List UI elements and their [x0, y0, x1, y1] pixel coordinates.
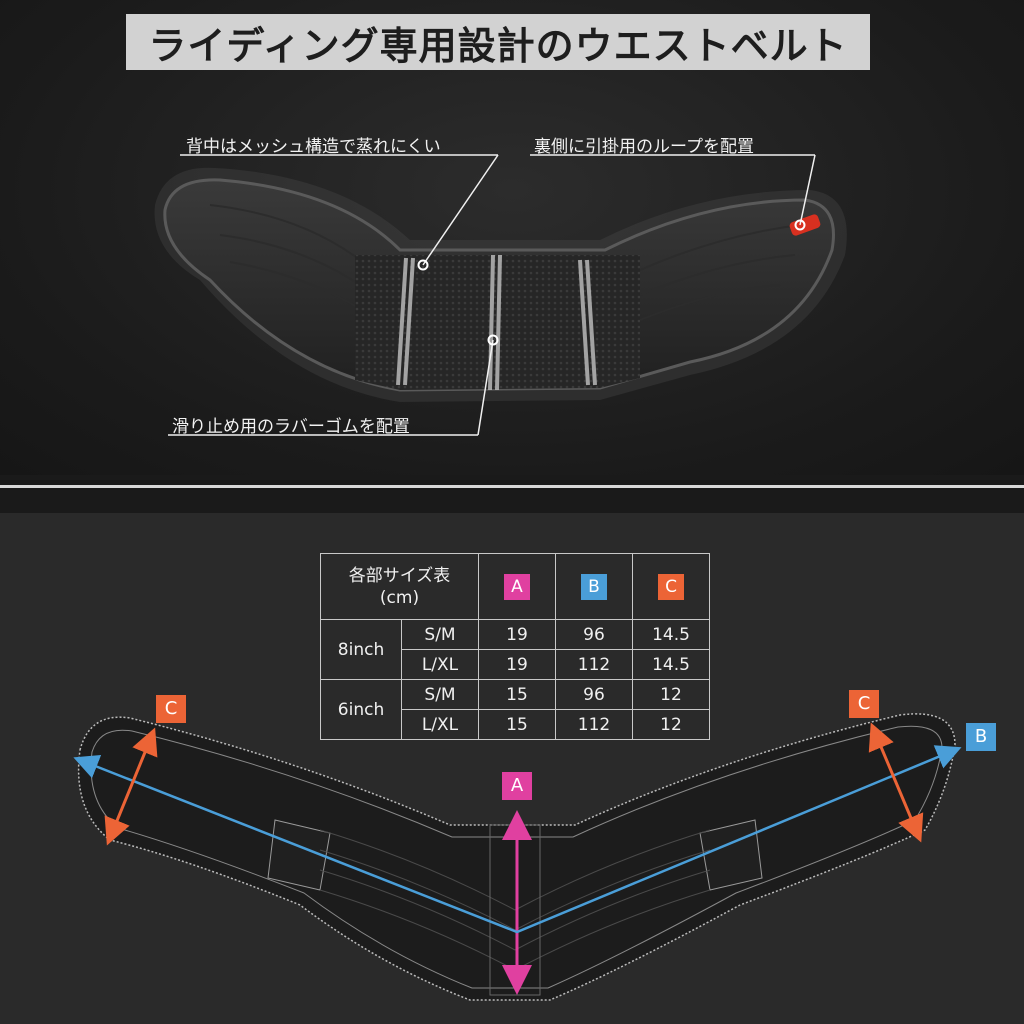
column-header-c: C — [632, 553, 710, 620]
rubber-callout: 滑り止め用のラバーゴムを配置 — [172, 417, 410, 437]
table-row: L/XL 15 112 12 — [321, 709, 710, 740]
value-a: 15 — [478, 709, 556, 740]
value-c: 12 — [632, 709, 710, 740]
value-c: 14.5 — [632, 649, 710, 680]
page-title: ライディング専用設計のウエストベルト — [148, 23, 848, 68]
value-c: 14.5 — [632, 619, 710, 650]
badge-a: A — [504, 573, 530, 600]
header-label-line2: (cm) — [379, 587, 420, 608]
badge-b: B — [581, 573, 607, 600]
badge-c-right: C — [849, 690, 879, 718]
belt-photo-illustration — [154, 154, 847, 436]
size-table: 各部サイズ表 (cm) A B C 8inch S/M 19 96 14.5 L… — [320, 553, 710, 740]
badge-c: C — [658, 573, 684, 600]
arrow-c-left — [104, 727, 158, 846]
divider-line — [0, 485, 1024, 488]
table-row: 8inch S/M 19 96 14.5 — [320, 619, 710, 680]
column-header-a: A — [478, 553, 556, 620]
table-header-label: 各部サイズ表 (cm) — [320, 553, 479, 620]
arrow-b — [73, 745, 962, 934]
table-row: L/XL 19 112 14.5 — [321, 649, 710, 680]
column-header-b: B — [555, 553, 633, 620]
title-banner: ライディング専用設計のウエストベルト — [126, 14, 870, 70]
value-a: 19 — [478, 649, 556, 680]
badge-b-diagram: B — [966, 723, 996, 751]
group-name: 6inch — [320, 679, 402, 740]
header-label-line1: 各部サイズ表 — [348, 565, 451, 586]
value-b: 112 — [555, 709, 633, 740]
size-label: S/M — [401, 619, 479, 650]
value-a: 15 — [478, 679, 556, 710]
loop-callout: 裏側に引掛用のループを配置 — [534, 137, 754, 157]
badge-c-left: C — [156, 695, 186, 723]
group-name: 8inch — [320, 619, 402, 680]
value-a: 19 — [478, 619, 556, 650]
value-b: 96 — [555, 619, 633, 650]
mesh-callout: 背中はメッシュ構造で蒸れにくい — [186, 137, 441, 157]
size-label: L/XL — [401, 709, 479, 740]
badge-a-diagram: A — [502, 772, 532, 800]
arrow-c-right — [868, 722, 924, 843]
value-c: 12 — [632, 679, 710, 710]
panel-divider — [0, 475, 1024, 513]
